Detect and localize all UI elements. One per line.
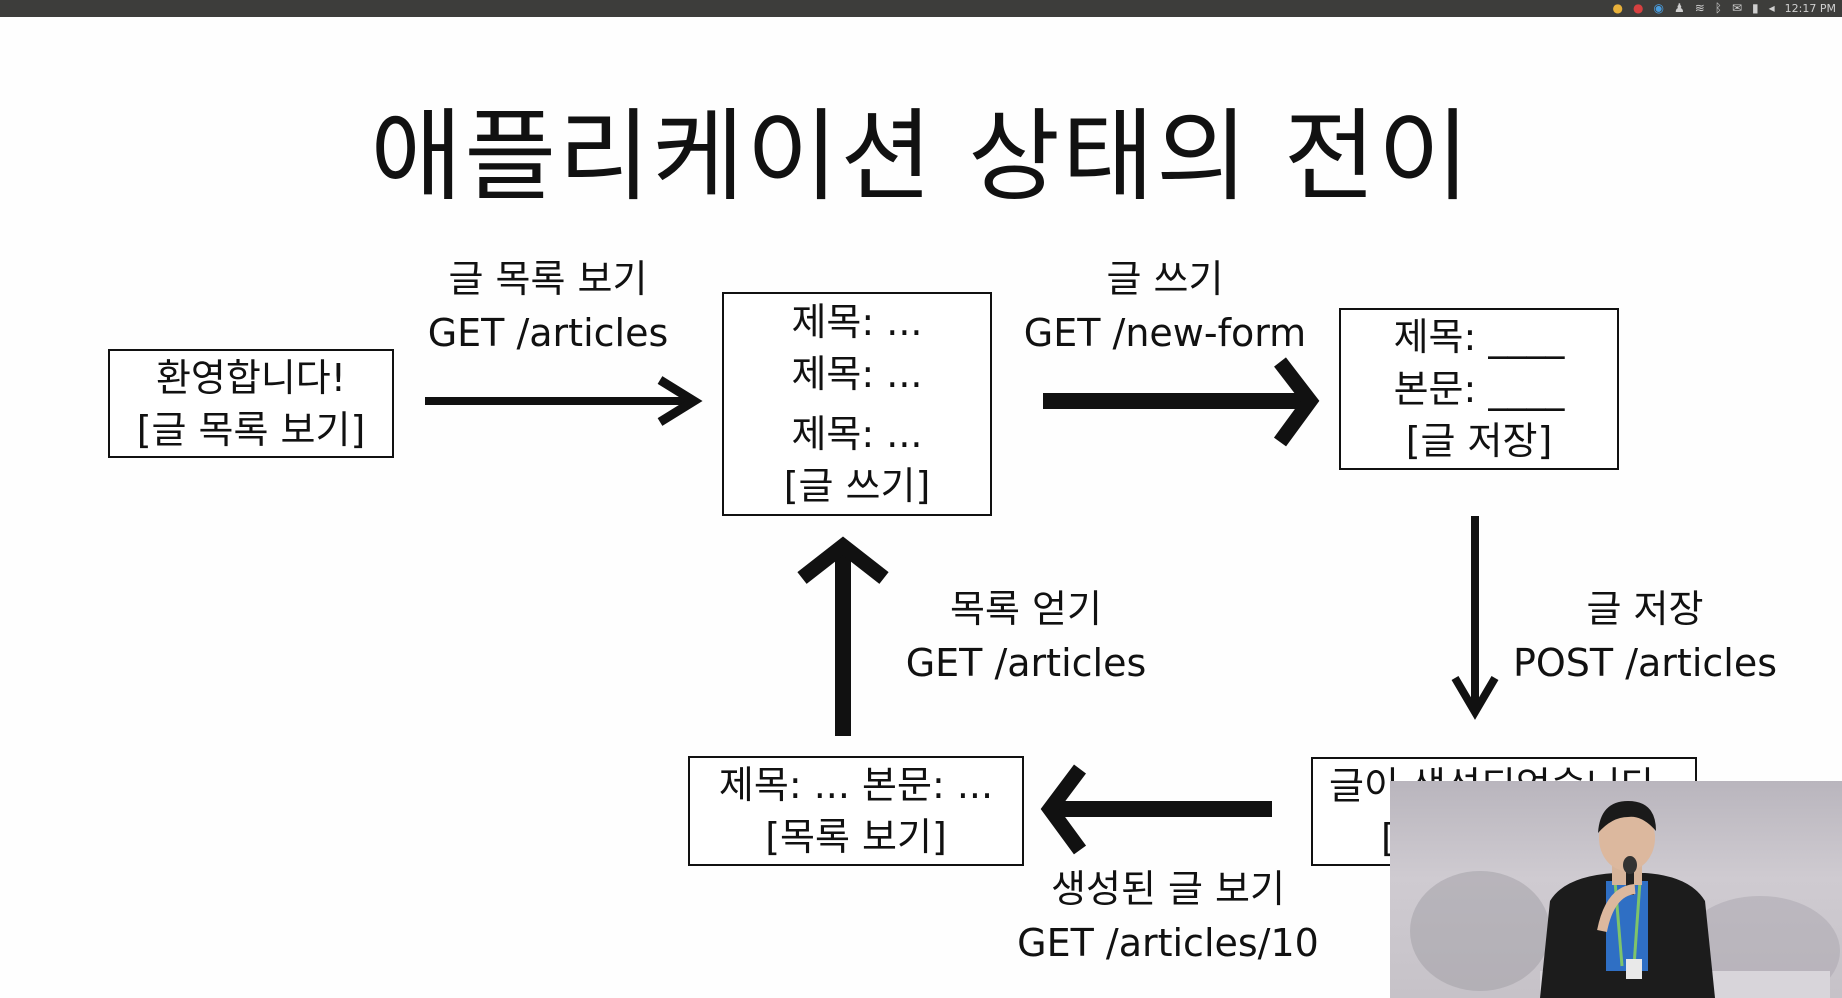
state-article-view: 제목: ... 본문: ... [목록 보기]	[688, 756, 1024, 866]
arrow-get-list	[797, 536, 889, 736]
arrow-write	[1043, 357, 1320, 447]
state-welcome: 환영합니다! [글 목록 보기]	[108, 349, 394, 458]
back-to-list-link: [목록 보기]	[765, 815, 947, 859]
speaker-figure	[1410, 801, 1840, 998]
transition-name: 글 저장	[1586, 587, 1704, 631]
arrow-view-list	[425, 376, 703, 426]
transition-request: POST /articles	[1512, 641, 1778, 685]
volume-icon[interactable]: ◂	[1768, 1, 1775, 15]
transition-name: 글 목록 보기	[448, 257, 648, 301]
transition-request: GET /articles/10	[1017, 921, 1319, 965]
slide-title: 애플리케이션 상태의 전이	[370, 98, 1472, 215]
transition-request: GET /new-form	[1023, 311, 1307, 355]
write-link: [글 쓰기]	[783, 464, 931, 508]
save-link: [글 저장]	[1405, 419, 1553, 463]
arrow-view-created	[1040, 764, 1272, 855]
label-save: 글 저장 POST /articles	[1505, 582, 1785, 690]
list-item: 제목: ...	[791, 352, 923, 396]
welcome-message: 환영합니다!	[155, 355, 347, 400]
transition-name: 생성된 글 보기	[1051, 867, 1285, 911]
transition-name: 목록 얻기	[950, 587, 1102, 631]
label-write: 글 쓰기 GET /new-form	[1015, 252, 1315, 360]
chrome-icon[interactable]: ◉	[1653, 1, 1664, 15]
user-icon[interactable]: ♟	[1673, 1, 1685, 15]
arrow-save	[1451, 516, 1499, 720]
state-article-list: 제목: ... 제목: ... 제목: ... [글 쓰기]	[722, 292, 992, 516]
app-icon-2[interactable]: ●	[1632, 1, 1644, 15]
transition-request: GET /articles	[427, 311, 669, 355]
speaker-video	[1390, 781, 1842, 998]
list-item: 제목: ...	[791, 300, 923, 344]
app-icon-1[interactable]: ●	[1612, 1, 1623, 15]
label-get-list: 목록 얻기 GET /articles	[886, 582, 1166, 690]
list-item: 제목: ...	[791, 412, 923, 456]
transition-request: GET /articles	[905, 641, 1147, 685]
battery-icon[interactable]: ▮	[1752, 1, 1759, 15]
form-body-field: 본문: ____	[1393, 367, 1565, 411]
transition-name: 글 쓰기	[1106, 257, 1224, 301]
label-view-list: 글 목록 보기 GET /articles	[408, 252, 688, 360]
state-new-form: 제목: ____ 본문: ____ [글 저장]	[1339, 308, 1619, 470]
system-top-bar: ● ● ◉ ♟ ≋ ᛒ ✉ ▮ ◂ 12:17 PM	[0, 0, 1842, 17]
bluetooth-icon[interactable]: ᛒ	[1714, 1, 1722, 15]
system-tray: ● ● ◉ ♟ ≋ ᛒ ✉ ▮ ◂ 12:17 PM	[1612, 0, 1842, 17]
wifi-icon[interactable]: ≋	[1694, 1, 1705, 15]
form-title-field: 제목: ____	[1393, 315, 1565, 359]
view-list-link: [글 목록 보기]	[136, 407, 366, 452]
mail-icon[interactable]: ✉	[1731, 1, 1743, 15]
label-view-created: 생성된 글 보기 GET /articles/10	[1008, 862, 1328, 970]
article-content: 제목: ... 본문: ...	[718, 763, 994, 807]
clock[interactable]: 12:17 PM	[1784, 2, 1836, 15]
